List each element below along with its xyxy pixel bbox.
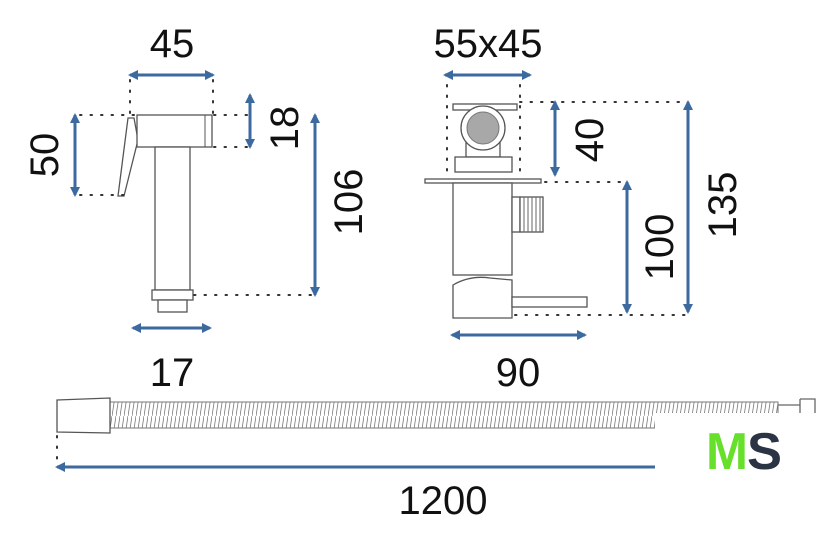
ms-logo: M S: [706, 423, 782, 481]
dim-thread: 17: [150, 351, 195, 395]
thread: [151, 289, 194, 301]
dim-handle-height: 50: [23, 133, 67, 178]
dim-valve-lower: 100: [638, 214, 682, 281]
hose-drawing: 1200: [55, 397, 840, 523]
valve-spout: [511, 296, 588, 308]
valve-drawing: 55x45 40 100 135 90: [424, 22, 745, 395]
dim-total-height: 106: [327, 169, 371, 236]
dim-valve-plate: 55x45: [434, 22, 543, 66]
shower-head: [136, 114, 213, 148]
hose-ferrule: [56, 397, 111, 434]
logo-m: M: [706, 423, 748, 481]
lever: [117, 117, 139, 197]
dim-valve-top: 40: [568, 118, 612, 163]
hand-shower-drawing: 45 50 18 106 17: [23, 22, 371, 395]
dim-valve-total: 135: [701, 172, 745, 239]
dim-handle-width: 45: [150, 22, 195, 66]
dim-hose-length: 1200: [399, 479, 488, 523]
logo-s: S: [747, 423, 782, 481]
handle-stem: [154, 146, 191, 291]
valve-body: [452, 182, 513, 276]
dim-head-height: 18: [263, 106, 307, 151]
dim-valve-depth: 90: [496, 351, 541, 395]
